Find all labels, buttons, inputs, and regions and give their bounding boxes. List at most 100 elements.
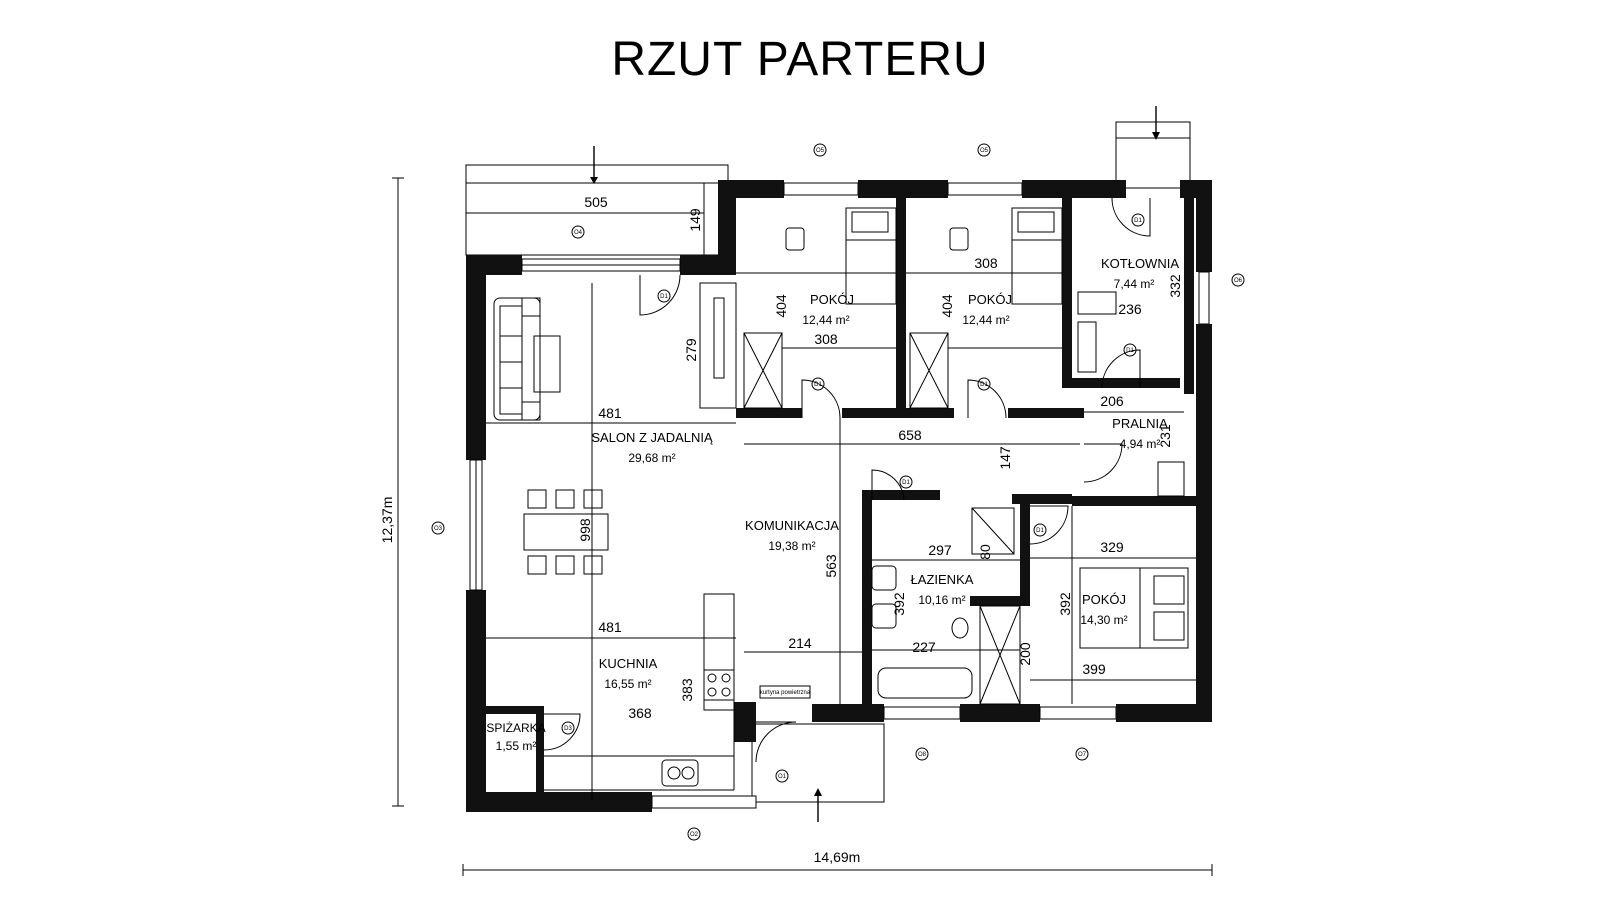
dim-404-right: 404 xyxy=(939,294,955,318)
dim-383: 383 xyxy=(679,678,695,702)
tag-o5-right: O5 xyxy=(977,143,991,157)
bed-icon xyxy=(845,207,1189,649)
dim-200: 200 xyxy=(1017,642,1033,666)
tag-d1-kotlownia-2-label: D1 xyxy=(1126,348,1134,354)
dim-279: 279 xyxy=(683,338,699,362)
dim-297: 297 xyxy=(928,542,952,558)
room-kotlownia-area: 7,44 m² xyxy=(1114,277,1155,291)
tag-d1-lazienka: D1 xyxy=(899,475,913,489)
room-kotlownia-name: KOTŁOWNIA xyxy=(1101,256,1179,271)
overall-height-label: 12,37m xyxy=(379,497,395,544)
tag-o5-right-label: O5 xyxy=(980,148,989,154)
dim-505: 505 xyxy=(584,194,608,210)
boiler-icon xyxy=(1077,291,1117,373)
room-pokoj1-area: 12,44 m² xyxy=(802,313,849,327)
dim-206: 206 xyxy=(1100,393,1124,409)
tag-d1-pokoj3-label: D1 xyxy=(1036,528,1044,534)
room-lines xyxy=(486,272,1196,800)
dim-149: 149 xyxy=(687,208,703,232)
room-kuchnia-area: 16,55 m² xyxy=(604,677,651,691)
tag-o5-left-label: O5 xyxy=(816,148,825,154)
room-kuchnia-name: KUCHNIA xyxy=(599,656,658,671)
room-komunikacja-name: KOMUNIKACJA xyxy=(745,518,839,533)
dim-481-top: 481 xyxy=(598,405,622,421)
air-curtain-label: kurtyna powietrzna xyxy=(760,690,811,696)
doors xyxy=(543,197,1151,763)
room-pralnia-name: PRALNIA xyxy=(1112,416,1168,431)
room-spizarka-area: 1,55 m² xyxy=(496,739,537,753)
furniture xyxy=(493,207,1189,787)
washbasin-icon xyxy=(871,565,897,629)
interior-walls xyxy=(486,198,1196,792)
tag-d3: D3 xyxy=(561,721,575,735)
tag-o8: O8 xyxy=(915,747,929,761)
boiler-entrance xyxy=(1115,106,1191,189)
room-salon-area: 29,68 m² xyxy=(628,451,675,465)
room-pokoj3-name: POKÓJ xyxy=(1082,592,1126,607)
tag-d1-salon: D1 xyxy=(657,289,671,303)
room-komunikacja-area: 19,38 m² xyxy=(768,539,815,553)
tag-o6: O6 xyxy=(1231,273,1245,287)
dimension-labels: 505 149 279 481 998 481 368 383 404 308 … xyxy=(577,194,1183,721)
opening-tags: O1 O2 O3 O4 O5 O5 O6 O7 xyxy=(431,143,1245,841)
dim-658: 658 xyxy=(898,427,922,443)
tag-d1-kotlownia: D1 xyxy=(1131,213,1145,227)
room-spizarka-name: SPIŻARKA xyxy=(486,721,545,735)
tag-d1-kotlownia-2: D1 xyxy=(1123,343,1137,357)
room-pralnia-area: 4,94 m² xyxy=(1120,437,1161,451)
shower-icon xyxy=(971,507,1015,555)
tag-d1-salon-label: D1 xyxy=(660,294,668,300)
tag-o8-label: O8 xyxy=(918,752,927,758)
tag-o1: O1 xyxy=(775,769,789,783)
dim-481-bottom: 481 xyxy=(598,619,622,635)
dim-392-bath: 392 xyxy=(891,592,907,616)
tag-o2: O2 xyxy=(687,827,701,841)
tag-d3-label: D3 xyxy=(564,726,572,732)
room-pokoj2-name: POKÓJ xyxy=(968,292,1012,307)
dim-563: 563 xyxy=(823,554,839,578)
dim-80: 80 xyxy=(977,544,993,560)
tag-d1-bed2-label: D1 xyxy=(980,382,988,388)
tag-o3: O3 xyxy=(431,521,445,535)
tag-o4: O4 xyxy=(571,225,585,239)
sofa-icon xyxy=(493,297,561,421)
exterior-walls xyxy=(466,180,1212,812)
dim-329: 329 xyxy=(1100,539,1124,555)
dim-399: 399 xyxy=(1082,661,1106,677)
room-pokoj1-name: POKÓJ xyxy=(810,292,854,307)
tag-o1-label: O1 xyxy=(778,774,787,780)
entrance-area xyxy=(751,723,885,822)
dim-147: 147 xyxy=(997,446,1013,470)
tag-o4-label: O4 xyxy=(574,230,583,236)
toilet-icon xyxy=(951,617,969,639)
dim-392-bed: 392 xyxy=(1057,592,1073,616)
tv-icon xyxy=(713,297,725,379)
dim-308-right: 308 xyxy=(974,255,998,271)
dim-308-left: 308 xyxy=(814,331,838,347)
tag-d1-pokoj3: D1 xyxy=(1033,523,1047,537)
dim-236: 236 xyxy=(1118,301,1142,317)
room-lazienka-area: 10,16 m² xyxy=(918,593,965,607)
dim-332: 332 xyxy=(1167,274,1183,298)
dim-231: 231 xyxy=(1157,424,1173,448)
dim-214: 214 xyxy=(788,635,812,651)
overall-dimensions: 12,37m 14,69m xyxy=(379,177,1213,876)
stove-icon xyxy=(703,669,735,701)
tag-o2-label: O2 xyxy=(690,832,699,838)
dim-404-left: 404 xyxy=(773,294,789,318)
tag-d1-bed1-label: D1 xyxy=(814,382,822,388)
dim-998: 998 xyxy=(577,518,593,542)
overall-width-label: 14,69m xyxy=(814,849,861,865)
tag-d1-lazienka-label: D1 xyxy=(902,480,910,486)
tag-o6-label: O6 xyxy=(1234,278,1243,284)
tag-o7: O7 xyxy=(1075,747,1089,761)
room-labels: SALON Z JADALNIĄ 29,68 m² KOMUNIKACJA 19… xyxy=(486,256,1179,753)
tag-d1-bed2: D1 xyxy=(977,377,991,391)
room-salon-name: SALON Z JADALNIĄ xyxy=(591,430,713,445)
room-lazienka-name: ŁAZIENKA xyxy=(911,572,974,587)
tag-d1-bed1: D1 xyxy=(811,377,825,391)
tag-o5-left: O5 xyxy=(813,143,827,157)
dim-227: 227 xyxy=(912,639,936,655)
desk-chair-icon xyxy=(785,227,969,251)
